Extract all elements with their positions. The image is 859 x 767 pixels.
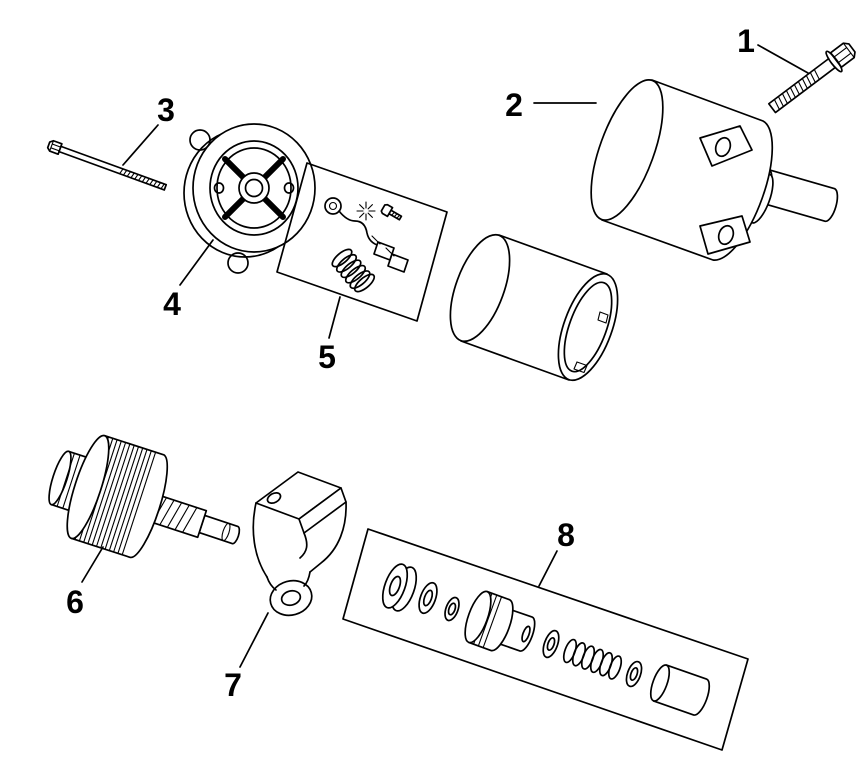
motor-lower-ear: [699, 215, 751, 255]
callout-label-7: 7: [224, 667, 242, 703]
part-frame-sleeve: [449, 233, 619, 382]
brush-terminal-screw: [380, 203, 403, 221]
armature-shaft-tip: [198, 514, 241, 545]
bolt-threads: [773, 68, 820, 111]
bolt-shaft: [767, 57, 837, 114]
brush-lead-wire: [338, 210, 381, 247]
drive-washer-3: [542, 629, 560, 659]
drive-ring-hole: [629, 666, 639, 682]
brush-grommet-hole: [328, 201, 338, 211]
armature-commutator-face: [48, 450, 72, 506]
drive-kit-box: [342, 528, 749, 751]
through-bolt-shaft: [58, 145, 168, 191]
end-cap-bolt-hole-right: [283, 182, 295, 194]
through-bolt-head-facets: [49, 140, 62, 152]
sleeve-body: [460, 234, 608, 381]
part-drive-kit: [342, 528, 749, 751]
motor-end-face: [590, 79, 664, 221]
part-brush-kit: [276, 162, 448, 322]
part-armature: [48, 434, 241, 559]
drive-washer-2-hole: [447, 602, 457, 616]
sleeve-notch-side: [597, 311, 609, 324]
bracket-boss: [269, 579, 313, 617]
end-cap-bolt-hole-left: [213, 182, 225, 194]
through-bolt-threads: [119, 168, 165, 190]
end-cap-lug-bottom: [227, 252, 249, 274]
drive-washer-1-hole: [422, 589, 434, 607]
end-cap-ring-outer: [209, 140, 299, 236]
bracket-arm-joins: [266, 571, 311, 591]
bracket-boss-hole: [280, 589, 302, 607]
motor-upper-ear: [699, 125, 753, 167]
drive-spring: [562, 638, 623, 680]
bolt-head-facets: [833, 42, 855, 64]
end-cap-ring-inner: [216, 147, 292, 229]
end-cap-spokes: [222, 156, 286, 220]
callout-label-6: 6: [66, 584, 84, 620]
callout-label-1: 1: [737, 23, 755, 59]
leader-line-5: [328, 296, 341, 339]
spark-symbol: [356, 201, 376, 221]
part-drive-bracket: [252, 471, 347, 617]
part-flange-hex-bolt: [767, 42, 856, 114]
end-cap-hub-hole: [244, 178, 264, 198]
sleeve-notch-bottom: [573, 361, 588, 374]
drive-washer-3-hole: [546, 636, 556, 652]
callout-label-2: 2: [505, 87, 523, 123]
leader-line-6: [81, 546, 104, 583]
drive-retainer: [381, 563, 409, 609]
drive-ring: [625, 660, 643, 688]
motor-nose: [758, 168, 839, 223]
leader-line-8: [538, 550, 558, 587]
brush-block-2: [387, 253, 409, 273]
drive-washer-1: [418, 581, 438, 615]
brush-spring: [331, 248, 376, 293]
armature-shaft-groove: [221, 522, 231, 542]
drive-washer-2: [444, 596, 460, 622]
leader-line-4: [179, 239, 214, 286]
end-cap-lug-top: [189, 129, 211, 151]
part-through-bolt: [46, 139, 168, 191]
brush-pigtails: [371, 235, 395, 257]
bolt-flange: [825, 50, 843, 73]
sleeve-left-rim: [449, 233, 511, 343]
brush-grommet: [324, 197, 342, 215]
leader-lines: [81, 44, 809, 668]
part-end-cap: [183, 123, 316, 274]
end-cap-hub: [238, 172, 270, 204]
drive-spacer-face: [649, 664, 671, 702]
part-starter-motor: [590, 79, 839, 261]
leader-line-7: [239, 612, 269, 668]
armature-commutator-bars: [56, 452, 93, 513]
bracket-plate-hole: [266, 491, 282, 505]
callout-label-8: 8: [557, 517, 575, 553]
leader-line-1: [757, 44, 809, 74]
callout-label-3: 3: [157, 92, 175, 128]
bracket-arm: [252, 501, 347, 578]
sleeve-right-rim-inner: [563, 281, 613, 373]
drive-retainer-hole: [388, 575, 402, 597]
brush-kit-box: [276, 162, 448, 322]
motor-upper-ear-hole: [714, 136, 732, 158]
sleeve-right-rim-outer: [557, 272, 619, 382]
motor-lower-ear-hole: [717, 224, 735, 246]
callout-label-4: 4: [163, 286, 181, 322]
leader-line-3: [122, 124, 159, 166]
drive-clutch-bore: [521, 625, 531, 643]
drive-pinion-face: [464, 590, 492, 644]
armature-core-left-face: [66, 434, 110, 540]
callout-label-5: 5: [318, 339, 336, 375]
